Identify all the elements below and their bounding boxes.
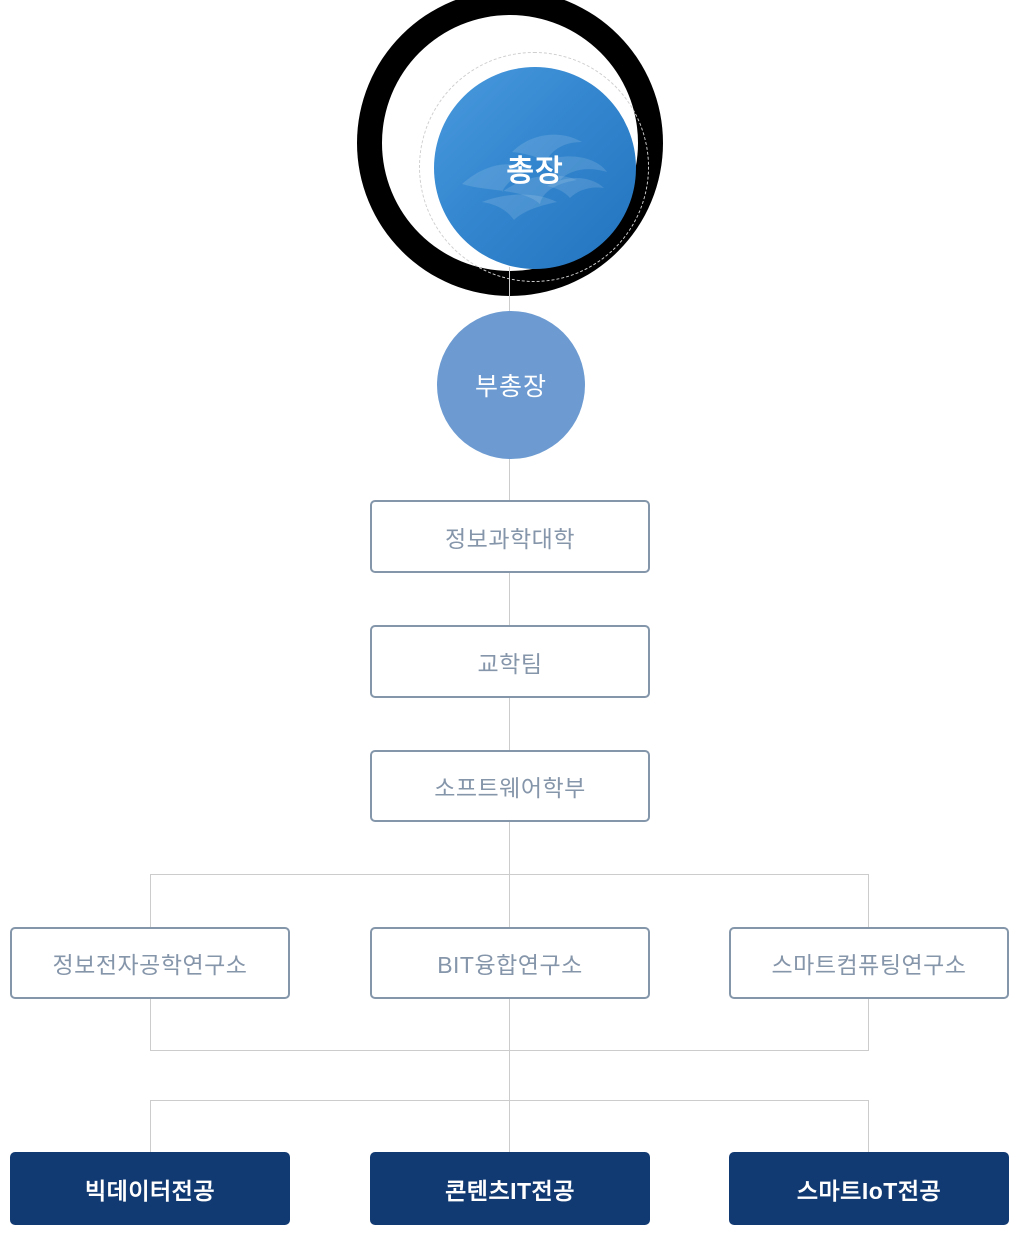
software-school-node: 소프트웨어학부 [370, 750, 650, 822]
academic-team-node: 교학팀 [370, 625, 650, 698]
software-school-label: 소프트웨어학부 [434, 775, 586, 801]
college-node: 정보과학대학 [370, 500, 650, 573]
connector-major-right [868, 1100, 869, 1152]
president-node: 총장 [357, 0, 663, 296]
wave-emblem-logo-icon [462, 134, 607, 220]
institute-label-right: 스마트컴퓨팅연구소 [771, 952, 967, 978]
connector-institute-left [150, 874, 151, 927]
connector-below-institute-center [509, 999, 510, 1050]
connector-school-branch [509, 822, 510, 874]
connector-institute-right [868, 874, 869, 927]
connector-president-vp [509, 267, 510, 311]
vice-president-node: 부총장 [437, 311, 585, 459]
major-label-bigdata: 빅데이터전공 [85, 1177, 215, 1204]
connector-below-institute-right [868, 999, 869, 1050]
institute-label-center: BIT융합연구소 [437, 952, 583, 978]
connector-institute-center [509, 874, 510, 927]
institute-label-left: 정보전자공학연구소 [52, 952, 248, 978]
president-ring: 총장 [382, 15, 649, 282]
academic-team-label: 교학팀 [477, 650, 543, 677]
major-label-smart-iot: 스마트IoT전공 [796, 1177, 942, 1204]
connector-college-team [509, 573, 510, 625]
major-node-smart-iot: 스마트IoT전공 [729, 1152, 1009, 1225]
major-node-bigdata: 빅데이터전공 [10, 1152, 290, 1225]
president-label: 총장 [506, 155, 564, 188]
institute-node-left: 정보전자공학연구소 [10, 927, 290, 999]
connector-major-center [509, 1100, 510, 1152]
connector-vp-college [509, 459, 510, 500]
major-node-contents-it: 콘텐츠IT전공 [370, 1152, 650, 1225]
connector-major-left [150, 1100, 151, 1152]
college-label: 정보과학대학 [445, 525, 575, 552]
institute-node-center: BIT융합연구소 [370, 927, 650, 999]
major-label-contents-it: 콘텐츠IT전공 [445, 1177, 575, 1204]
president-circle: 총장 [434, 67, 636, 269]
connector-below-institute-left [150, 999, 151, 1050]
connector-merge-majors [509, 1050, 510, 1100]
institute-node-right: 스마트컴퓨팅연구소 [729, 927, 1009, 999]
vice-president-label: 부총장 [474, 373, 547, 401]
president-dashed-ring [419, 52, 649, 282]
connector-team-school [509, 698, 510, 750]
